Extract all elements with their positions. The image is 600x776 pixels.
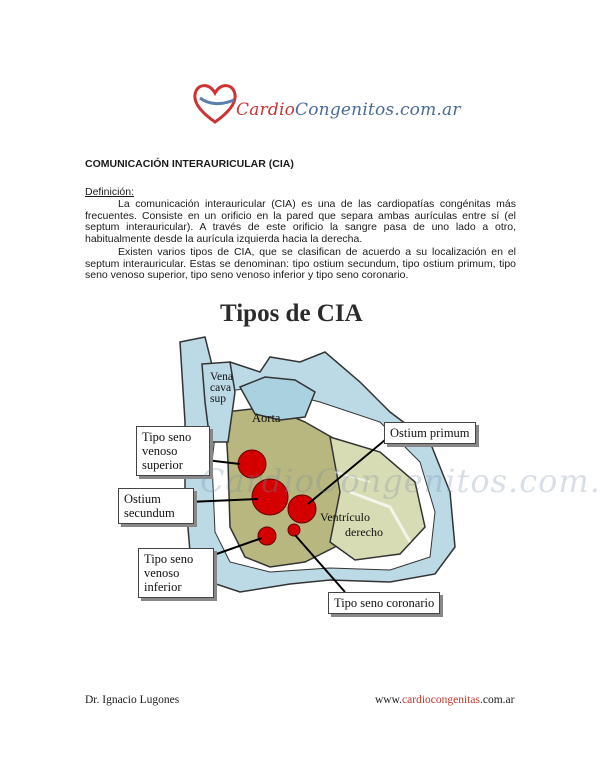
figure-title: Tipos de CIA <box>220 300 363 327</box>
definition-label: Definición: <box>85 186 135 198</box>
callout-ostium-secundum: Ostium secundum <box>118 488 194 524</box>
footer-author: Dr. Ignacio Lugones <box>85 694 180 706</box>
callout-ostium-primum: Ostium primum <box>384 422 476 444</box>
label-vena-cava: Vena cava sup <box>210 371 233 405</box>
paragraph-types: Existen varios tipos de CIA, que se clas… <box>85 246 516 281</box>
cia-types-figure: Tipos de CIA Vena cava sup Aorta <box>90 292 510 632</box>
callout-seno-coronario: Tipo seno coronario <box>328 592 441 614</box>
label-ventriculo-derecho: Ventrículo derecho <box>320 510 383 539</box>
heart-diagram <box>179 336 456 593</box>
callout-seno-venoso-superior: Tipo seno venoso superior <box>136 426 210 476</box>
footer-website-link[interactable]: www.cardiocongenitas.com.ar <box>375 694 515 706</box>
paragraph-definition: La comunicación interauricular (CIA) es … <box>85 198 516 245</box>
watermark: CardioCongenitos.com.ar <box>200 462 600 500</box>
callout-seno-venoso-inferior: Tipo seno venoso inferior <box>138 548 214 598</box>
page-title: COMUNICACIÓN INTERAURICULAR (CIA) <box>85 158 294 170</box>
label-aorta: Aorta <box>252 411 281 425</box>
defect-seno-inferior <box>257 526 277 546</box>
defect-ostium-secundum <box>251 478 289 516</box>
defect-seno-coronario <box>287 523 301 537</box>
logo-wordmark: CardioCongenitos.com.ar <box>236 100 461 120</box>
heart-icon <box>193 84 237 124</box>
site-logo: CardioCongenitos.com.ar <box>190 78 461 138</box>
